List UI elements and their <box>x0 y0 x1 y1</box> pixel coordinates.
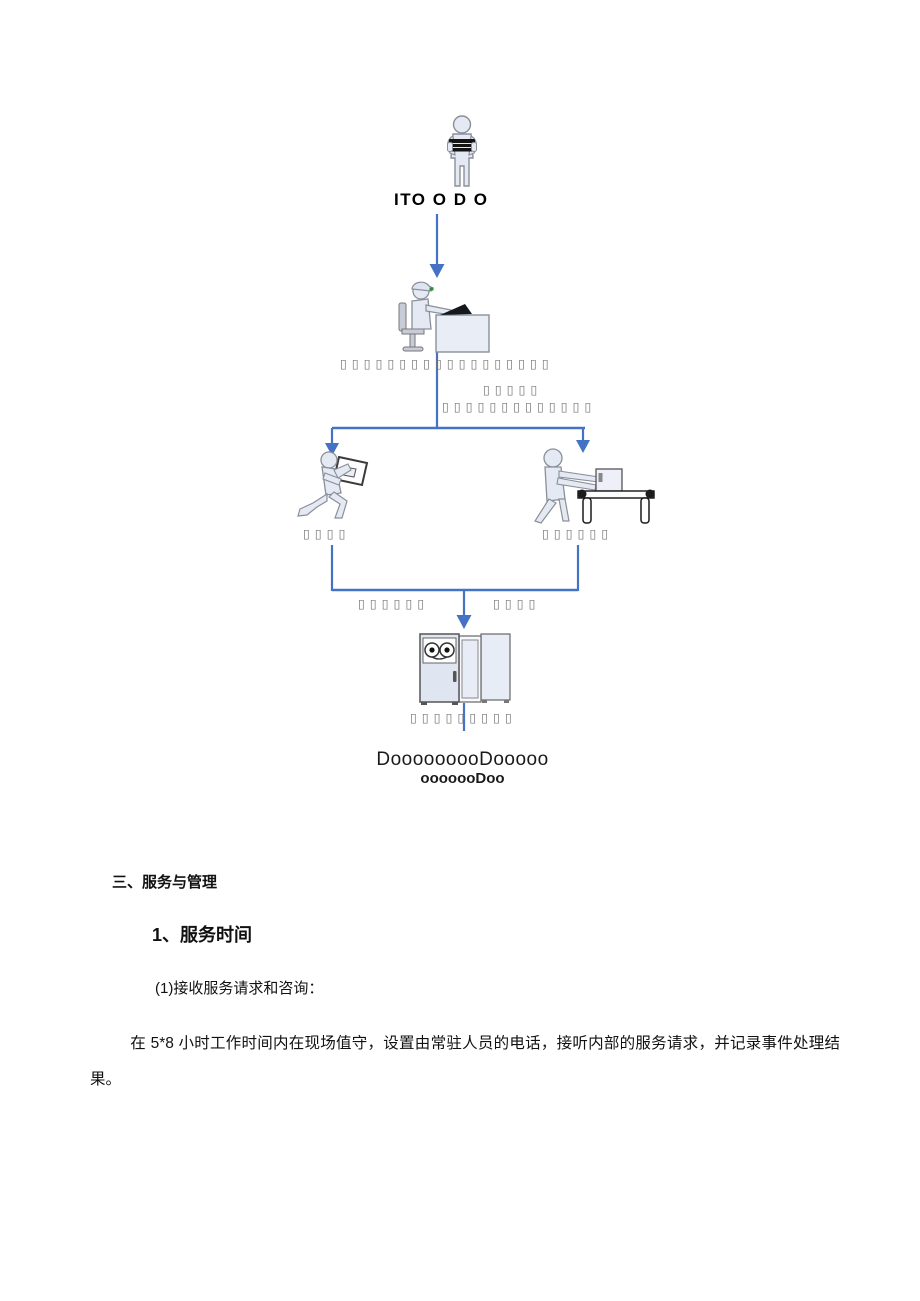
onsite-engineer-icon <box>296 451 376 521</box>
placeholder-row-merge-left: ▯▯▯▯▯▯ <box>358 596 430 611</box>
top-node-label: ITO O D O <box>394 190 489 209</box>
mainframe-icon <box>419 633 511 706</box>
placeholder-row-merge-right: ▯▯▯▯ <box>493 596 541 611</box>
helpdesk-operator-icon <box>398 279 490 353</box>
diagram-caption-line2: ooooooDoo <box>420 770 505 787</box>
bench-engineer-icon <box>523 447 658 525</box>
diagram-caption-line1: DooooooooDooooo <box>376 749 549 770</box>
body-paragraph: 在 5*8 小时工作时间内在现场值守，设置由常驻人员的电话，接听内部的服务请求，… <box>90 1035 840 1088</box>
section-heading: 三、服务与管理 <box>112 874 218 891</box>
placeholder-row-right-engineer: ▯▯▯▯▯▯ <box>542 526 614 541</box>
placeholder-row-branch-note-2: ▯▯▯▯▯▯▯▯▯▯▯▯▯ <box>442 399 597 414</box>
placeholder-row-branch-note-1: ▯▯▯▯▯ <box>483 382 543 397</box>
subsection-heading: 1、服务时间 <box>152 925 253 945</box>
placeholder-row-below-machine: ▯▯▯▯▯▯▯▯▯ <box>410 710 517 725</box>
clause-heading: (1)接收服务请求和咨询： <box>155 980 324 997</box>
placeholder-row-below-operator: ▯▯▯▯▯▯▯▯▯▯▯▯▯▯▯▯▯▯ <box>340 356 554 371</box>
it-staff-icon <box>443 115 481 189</box>
placeholder-row-left-engineer: ▯▯▯▯ <box>303 526 351 541</box>
flow-connectors <box>325 214 590 731</box>
